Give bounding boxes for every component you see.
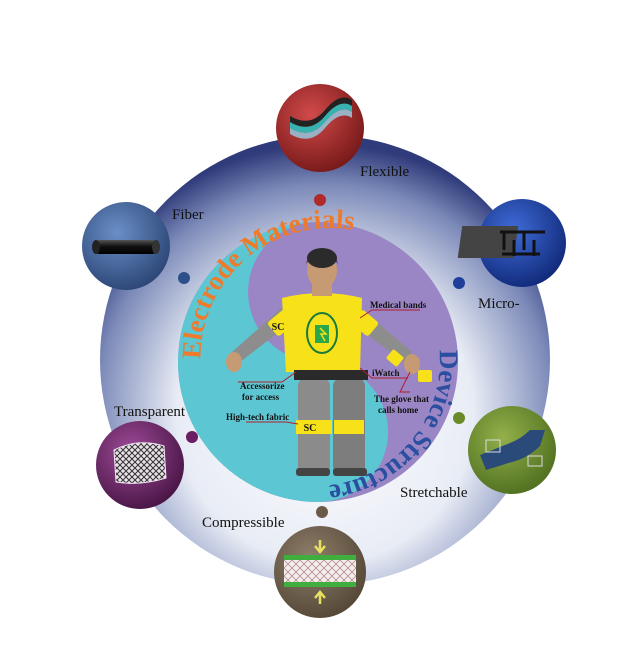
node-transparent <box>96 421 184 509</box>
connector-dot-micro <box>453 277 465 289</box>
node-compressible <box>274 526 366 618</box>
annotation-accessorize-line2: for access <box>242 392 280 402</box>
label-fiber: Fiber <box>172 207 204 223</box>
sc-badge-thigh: SC <box>304 423 317 434</box>
label-flexible: Flexible <box>360 164 410 180</box>
annotation-glove-line1: The glove that <box>374 394 429 404</box>
compressible-sandwich-icon <box>284 540 356 604</box>
node-flexible <box>276 84 364 172</box>
label-compressible: Compressible <box>202 515 285 531</box>
annotation-iwatch: iWatch <box>372 368 400 378</box>
stretchable-film-icon <box>480 430 545 470</box>
wearable-human-figure <box>226 248 432 476</box>
connector-dot-flexible <box>314 194 326 206</box>
flexible-layers-icon <box>290 97 352 139</box>
micro-interdigital-icon <box>457 226 545 258</box>
label-micro: Micro- <box>478 296 520 312</box>
label-stretchable: Stretchable <box>400 485 468 501</box>
connector-dot-stretchable <box>453 412 465 424</box>
fiber-cylinder-icon <box>92 240 160 254</box>
node-fiber <box>82 202 170 290</box>
annotation-medical-bands: Medical bands <box>370 300 427 310</box>
annotation-lines <box>238 309 420 425</box>
node-micro <box>457 199 566 287</box>
label-transparent: Transparent <box>114 404 186 420</box>
connector-dot-compressible <box>316 506 328 518</box>
node-stretchable <box>468 406 556 494</box>
annotation-high-tech-fabric: High-tech fabric <box>226 412 289 422</box>
annotation-accessorize-line1: Accessorize <box>240 381 284 391</box>
transparent-mesh-icon <box>113 442 167 484</box>
annotation-glove-line2: calls home <box>378 405 418 415</box>
connector-dot-fiber <box>178 272 190 284</box>
connector-dot-transparent <box>186 431 198 443</box>
sc-badge-arm: SC <box>272 322 285 333</box>
